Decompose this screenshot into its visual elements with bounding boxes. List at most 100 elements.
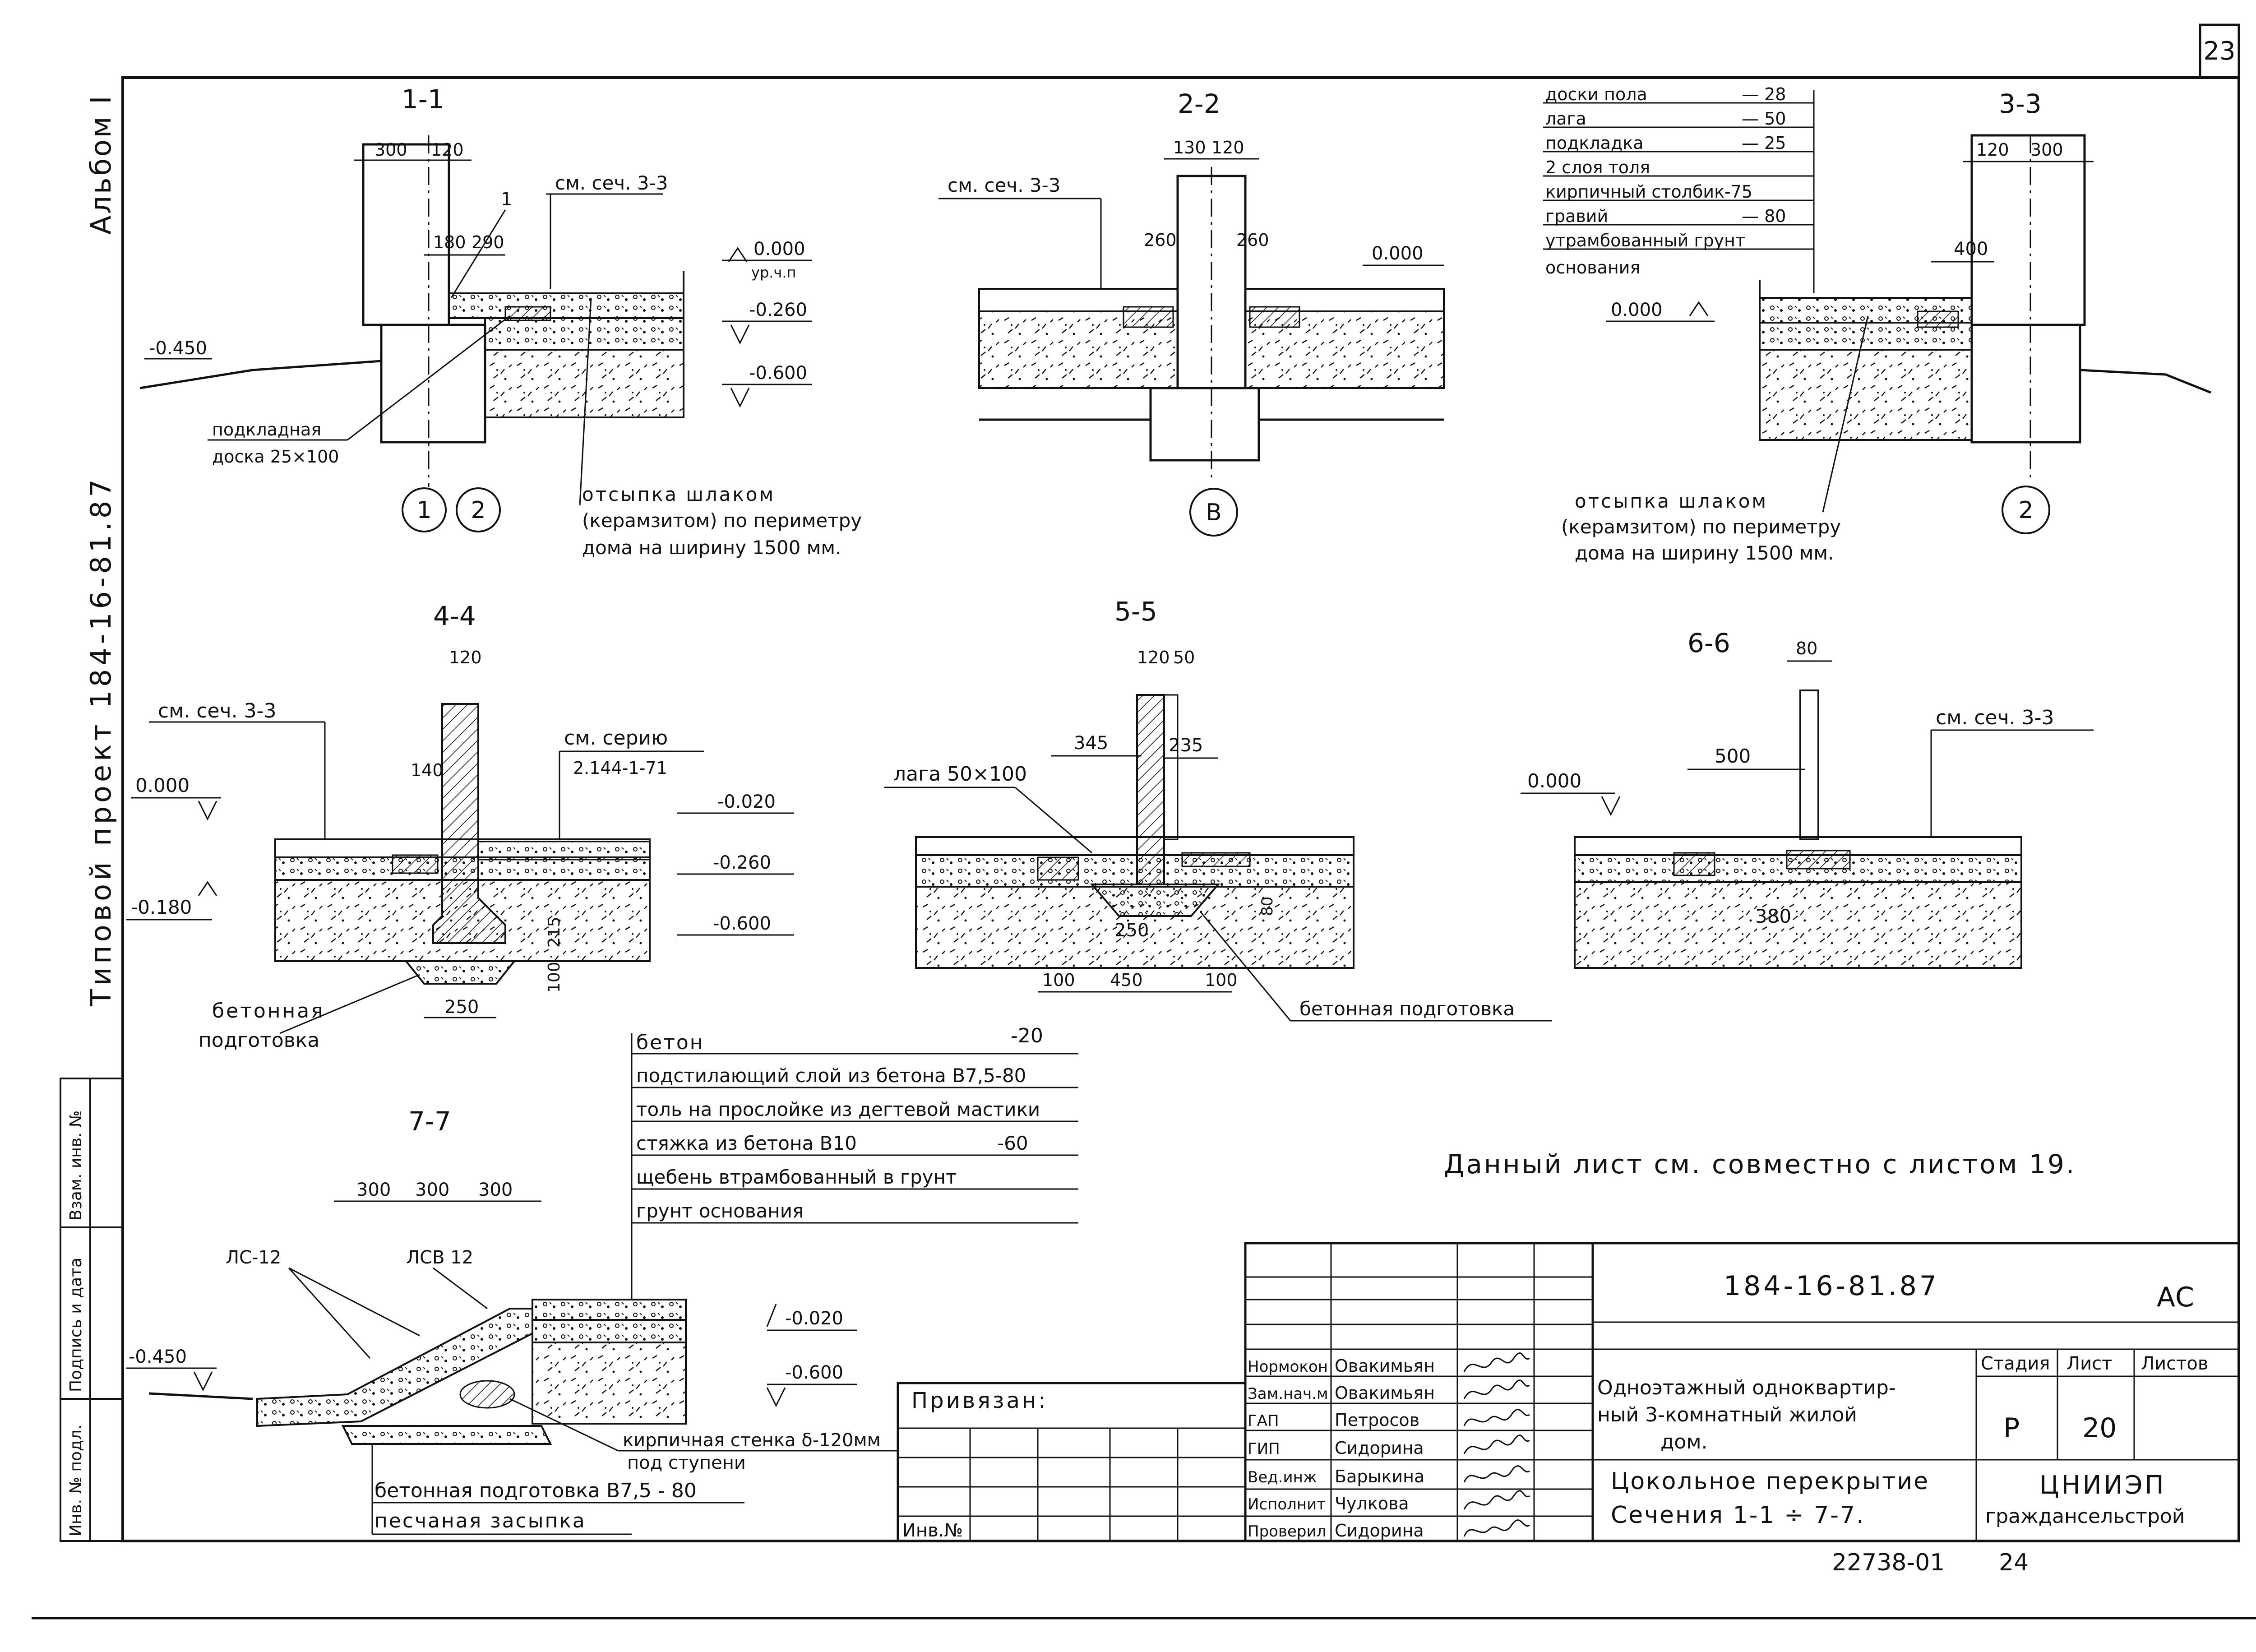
section-6-6: 6-6 80 500 380 см. сеч. 3-3 0.000 bbox=[1521, 628, 2094, 969]
dim-text: 500 bbox=[1715, 745, 1751, 767]
axis-label: В bbox=[1206, 499, 1222, 526]
section-ref: см. сеч. 3-3 bbox=[158, 699, 276, 722]
drawing-title: Сечения 1-1 ÷ 7-7. bbox=[1611, 1502, 1865, 1529]
board-label: подкладная bbox=[212, 420, 321, 440]
dim-text: 180 bbox=[433, 232, 466, 252]
role-label: ГАП bbox=[1248, 1412, 1279, 1430]
level-mark: -0.600 bbox=[713, 913, 771, 934]
dim-text: 80 bbox=[1258, 897, 1276, 916]
brick-wall-label: под ступени bbox=[627, 1453, 746, 1473]
level-mark: -0.600 bbox=[785, 1362, 843, 1383]
section-title: 1-1 bbox=[402, 84, 444, 115]
axis-bubble bbox=[402, 487, 447, 532]
stage-value: Р bbox=[2003, 1412, 2020, 1444]
sheet-number: 23 bbox=[2203, 37, 2235, 66]
layer-name: кирпичный столбик-75 bbox=[1545, 182, 1752, 202]
dim-text: 400 bbox=[1954, 239, 1988, 259]
sheet-value: 20 bbox=[2082, 1412, 2117, 1444]
dim-text: 290 bbox=[472, 232, 504, 252]
dim-text: 300 bbox=[356, 1180, 391, 1200]
section-title: 2-2 bbox=[1178, 88, 1220, 119]
stamp-replace: Взам. инв. № bbox=[67, 1111, 85, 1221]
dim-text: 300 bbox=[374, 140, 407, 160]
ground-line bbox=[139, 360, 382, 389]
mark-label: ЛС-12 bbox=[226, 1247, 281, 1268]
dim-text: 250 bbox=[1114, 920, 1149, 941]
org-name: граждансельстрой bbox=[1985, 1505, 2185, 1528]
brick-wall-label: кирпичная стенка δ-120мм bbox=[623, 1430, 881, 1451]
sheet-note: Данный лист см. совместно с листом 19. bbox=[1444, 1149, 2076, 1180]
section-title: 3-3 bbox=[1999, 88, 2042, 119]
layer-name: бетон bbox=[636, 1031, 704, 1054]
level-mark: 0.000 bbox=[1372, 243, 1424, 264]
axis-label: 1 bbox=[416, 497, 431, 524]
stamp-sign: Подпись и дата bbox=[67, 1258, 85, 1392]
dim-text: 120 bbox=[1137, 648, 1170, 667]
section-5-5: 5-5 120 50 345 235 80 250 100 450 100 ла… bbox=[884, 596, 1552, 1022]
people-list: Нормокон Овакимьян Зам.нач.м Овакимьян Г… bbox=[1248, 1356, 1435, 1541]
dim-text: 250 bbox=[444, 997, 479, 1018]
section-4-4: 4-4 120 140 215 100 250 см. сеч. 3-3 см.… bbox=[126, 601, 794, 1052]
fill-note: дома на ширину 1500 мм. bbox=[582, 537, 841, 559]
dim-text: 80 bbox=[1796, 639, 1817, 658]
layer-name: доски пола bbox=[1545, 84, 1647, 104]
level-mark: ур.ч.п bbox=[751, 264, 796, 281]
axis-bubble bbox=[2002, 486, 2050, 534]
order-number: 22738-01 bbox=[1832, 1549, 1945, 1576]
section-title: 6-6 bbox=[1687, 628, 1730, 658]
layer-name: утрамбованный грунт bbox=[1545, 231, 1745, 250]
album-label: Альбом I bbox=[84, 94, 117, 235]
dim-text: 450 bbox=[1110, 970, 1143, 990]
drawing-title: Цокольное перекрытие bbox=[1611, 1468, 1929, 1495]
layer-value: -20 bbox=[1011, 1024, 1043, 1047]
bottom-layer: песчаная засыпка bbox=[374, 1509, 586, 1532]
axis-label: 2 bbox=[471, 497, 485, 524]
role-label: Зам.нач.м bbox=[1248, 1385, 1328, 1403]
object-name: Одноэтажный одноквартир- bbox=[1597, 1376, 1896, 1399]
level-mark: 0.000 bbox=[754, 239, 805, 259]
person-name: Овакимьян bbox=[1335, 1356, 1435, 1376]
header-sheet: Лист bbox=[2066, 1353, 2112, 1374]
dim-text: 50 bbox=[1173, 648, 1195, 667]
section-ref: см. сеч. 3-3 bbox=[555, 172, 668, 194]
level-mark: -0.260 bbox=[749, 300, 807, 320]
dim-text: 100 bbox=[545, 962, 564, 993]
layer-name: подкладка bbox=[1545, 133, 1643, 153]
dim-text: 260 bbox=[1144, 230, 1177, 250]
dim-text: 215 bbox=[545, 916, 564, 948]
drawing-mark: АС bbox=[2157, 1282, 2194, 1313]
layer-name: щебень втрамбованный в грунт bbox=[636, 1166, 957, 1188]
bottom-layer: бетонная подготовка В7,5 - 80 bbox=[374, 1479, 697, 1502]
foundation bbox=[380, 324, 486, 444]
axis-bubble bbox=[1189, 488, 1238, 537]
org-name: ЦНИИЭП bbox=[2039, 1471, 2166, 1500]
fill-note: дома на ширину 1500 мм. bbox=[1575, 542, 1834, 564]
section-3-3: 3-3 доски пола — 28 лага — 50 подкладка … bbox=[1543, 84, 2211, 564]
drawing-code: 184-16-81.87 bbox=[1724, 1270, 1939, 1302]
ground-line bbox=[2080, 369, 2211, 394]
layer-legend: бетон -20 подстилающий слой из бетона В7… bbox=[631, 1024, 1078, 1300]
level-mark: -0.450 bbox=[149, 338, 207, 359]
layer-name: грунт основания bbox=[636, 1200, 804, 1222]
role-label: Проверил bbox=[1248, 1522, 1326, 1541]
layer-name: стяжка из бетона В10 bbox=[636, 1132, 857, 1154]
role-label: ГИП bbox=[1248, 1440, 1280, 1458]
level-mark: -0.600 bbox=[749, 363, 807, 384]
series-ref: см. серию bbox=[564, 727, 668, 750]
layer-legend: доски пола — 28 лага — 50 подкладка — 25… bbox=[1543, 84, 1815, 293]
section-7-7: 7-7 300 300 300 ЛС-12 ЛСВ 12 -0.450 -0.0… bbox=[126, 1024, 1078, 1535]
dim-text: 100 bbox=[1205, 970, 1238, 990]
fill-note: (керамзитом) по периметру bbox=[1561, 516, 1841, 538]
section-title: 4-4 bbox=[433, 601, 476, 631]
layer-name: лага bbox=[1545, 109, 1586, 129]
layer-value: — 50 bbox=[1742, 109, 1786, 129]
concrete-prep bbox=[404, 960, 517, 985]
concrete-label: бетонная подготовка bbox=[1299, 998, 1515, 1020]
dim-text: 300 bbox=[478, 1180, 513, 1200]
layer-value: — 28 bbox=[1742, 84, 1786, 104]
level-mark: -0.020 bbox=[717, 791, 776, 812]
level-mark: 0.000 bbox=[1527, 770, 1581, 792]
level-mark: -0.180 bbox=[131, 896, 192, 918]
dim-text: 120 bbox=[1976, 140, 2009, 160]
